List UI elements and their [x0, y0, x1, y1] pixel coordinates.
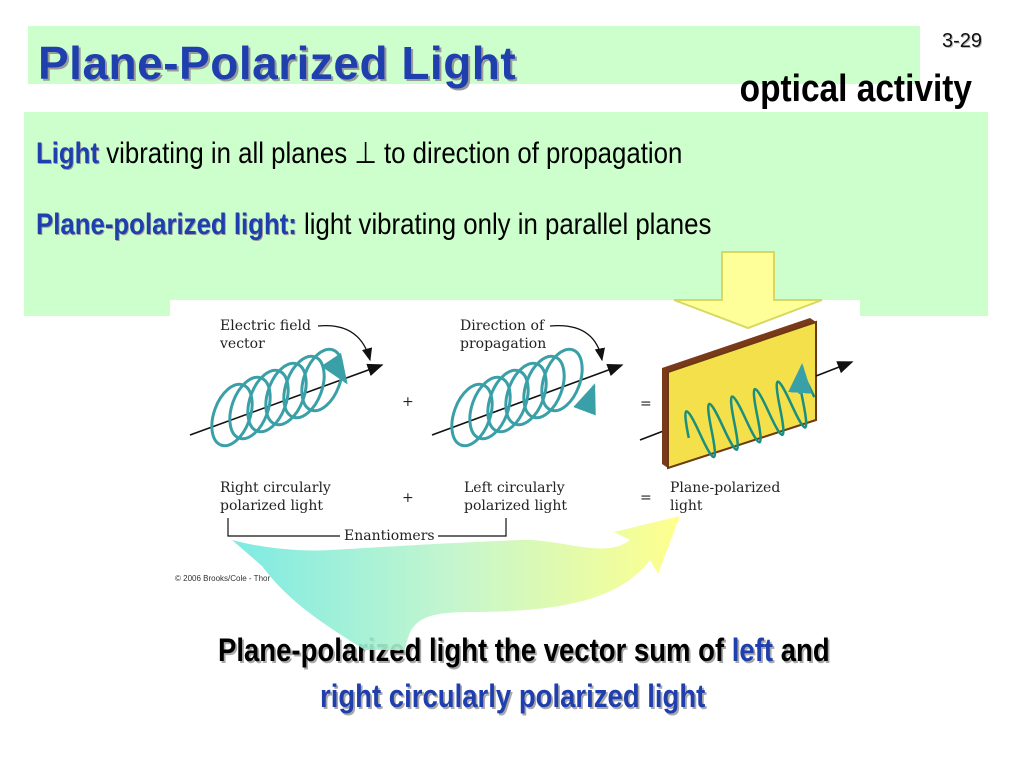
title-band — [28, 26, 920, 84]
curved-pointer-2 — [549, 324, 605, 362]
label-right-polarized: polarized light — [220, 498, 323, 514]
curved-pointer-1 — [317, 324, 373, 362]
label-plane-light: light — [670, 498, 703, 514]
label-left-polarized: polarized light — [464, 498, 567, 514]
plus-bottom: + — [402, 490, 414, 506]
slide-subtitle: optical activity — [739, 68, 972, 110]
label-direction: Direction of — [460, 318, 546, 334]
definition-light-text: vibrating in all planes ⊥ to direction o… — [99, 137, 683, 170]
label-enantiomers: Enantiomers — [344, 528, 435, 544]
bottom-statement-part1: Plane-polarized light the vector sum of — [218, 632, 732, 668]
label-electric-field-vector: vector — [219, 336, 265, 352]
label-plane-polarized: Plane-polarized — [670, 480, 780, 496]
plus-top: + — [402, 394, 414, 410]
bottom-statement-line2: right circularly polarized light — [320, 678, 706, 714]
label-left-circular: Left circularly — [464, 480, 565, 496]
left-circular-helix — [431, 347, 624, 448]
copyright-note: © 2006 Brooks/Cole - Thor — [175, 574, 271, 583]
equals-top: = — [640, 396, 652, 412]
slide-number: 3-29 — [941, 30, 982, 52]
bottom-statement-part2: and — [773, 632, 830, 668]
right-circular-helix — [189, 347, 384, 448]
label-electric-field: Electric field — [220, 318, 311, 334]
term-light: Light — [36, 137, 100, 170]
content-box — [24, 112, 988, 316]
definition-light: Light vibrating in all planes ⊥ to direc… — [36, 136, 682, 171]
plane-polarized-plate — [639, 318, 854, 470]
definition-plane-polarized-text: light vibrating only in parallel planes — [296, 208, 712, 241]
equals-bottom: = — [640, 490, 652, 506]
slide-title: Plane-Polarized Light — [38, 37, 517, 89]
term-plane-polarized: Plane-polarized light: — [36, 208, 297, 241]
label-propagation: propagation — [460, 336, 546, 352]
bottom-left-word: left — [731, 632, 774, 668]
polarization-figure: Electric field vector Direction of propa… — [170, 300, 860, 590]
definition-plane-polarized: Plane-polarized light: light vibrating o… — [36, 208, 711, 242]
label-right-circular: Right circularly — [220, 480, 331, 496]
bottom-statement-line1: Plane-polarized light the vector sum of … — [218, 632, 830, 669]
polarization-diagram: Electric field vector Direction of propa… — [189, 318, 854, 544]
